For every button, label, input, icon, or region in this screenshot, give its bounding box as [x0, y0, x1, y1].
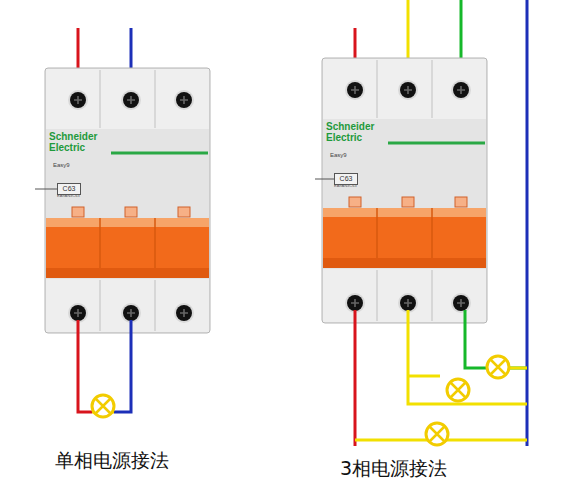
brand-name: Schneider Electric: [326, 122, 384, 143]
brand-name: Schneider Electric: [49, 132, 107, 153]
circuit-breaker: Schneider ElectricEasy9EA9AN3C63C63: [45, 68, 210, 333]
model-text: Easy9: [330, 152, 347, 158]
rating-box: C63: [334, 173, 358, 185]
circuit-breaker: Schneider ElectricEasy9EA9AN3C63C63: [322, 58, 487, 323]
rating-text: C63: [335, 174, 357, 184]
caption-label: 单相电源接法: [55, 448, 169, 474]
caption-label: 3相电源接法: [340, 456, 447, 482]
rating-box: C63: [57, 183, 81, 195]
model-text: Easy9: [53, 162, 70, 168]
rating-text: C63: [58, 184, 80, 194]
